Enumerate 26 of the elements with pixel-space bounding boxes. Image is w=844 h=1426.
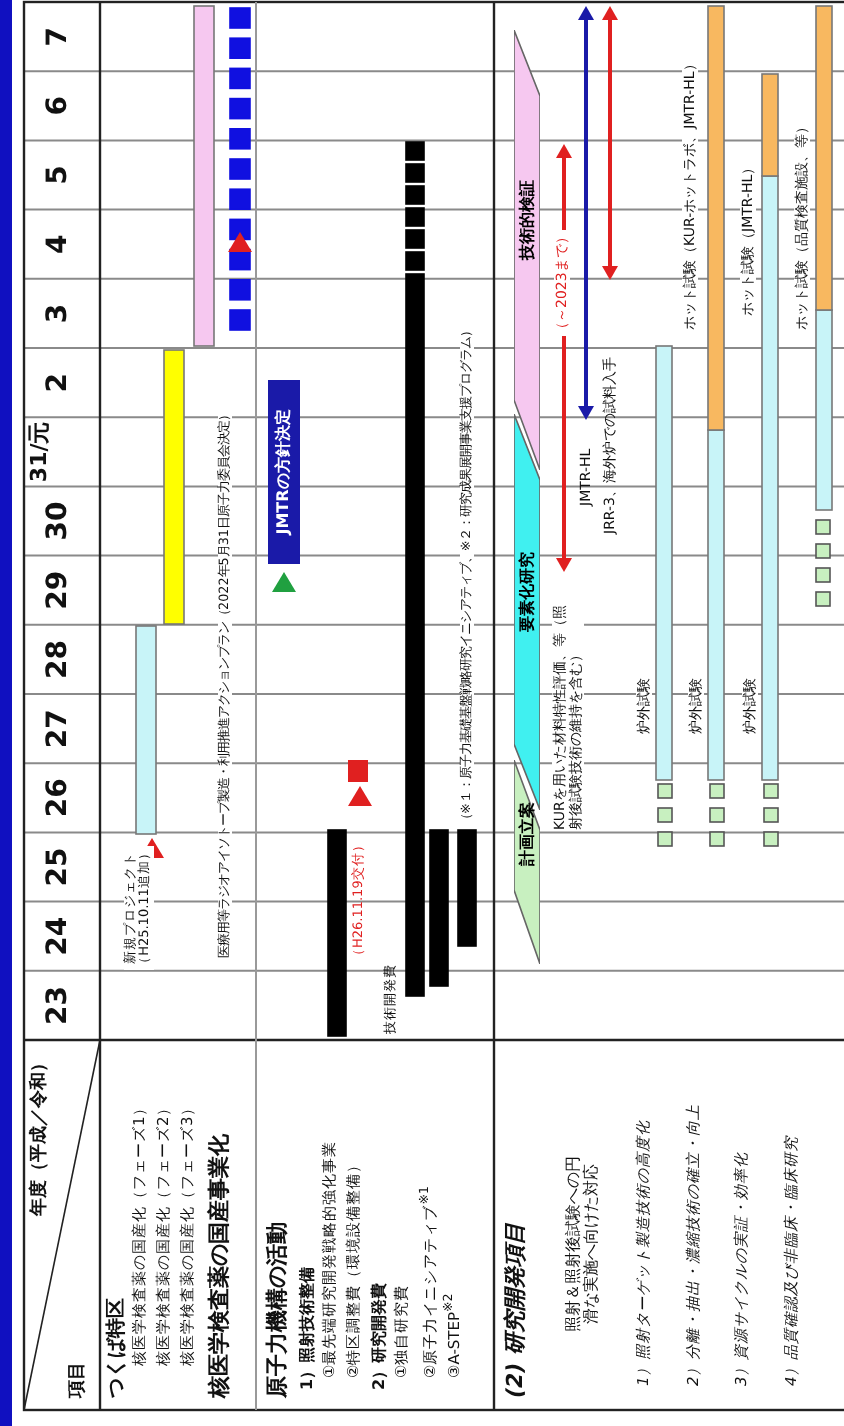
year-label: 6 [44,94,72,120]
header-label: 項目 [68,1362,89,1398]
year-label: 30 [44,499,72,545]
year-label: 27 [44,707,72,753]
year-label: 31/元 [28,421,50,483]
year-label: 24 [44,914,72,960]
year-label: 26 [44,776,72,822]
year-label: 29 [44,568,72,614]
year-label: 25 [44,845,72,891]
year-label: 3 [44,301,72,328]
phase-band: 技術的検証 [514,30,540,470]
header-label: 年度（平成／令和） [30,1054,51,1216]
year-label: 23 [44,983,72,1029]
year-label: 5 [44,163,72,189]
decision-box: JMTRの方針決定 [268,380,300,564]
year-label: 2 [44,370,72,397]
year-label: 4 [44,232,72,258]
section-heading: 原子力機構の活動 [266,1222,292,1398]
section-heading: 核医学検査薬の国産事業化 [208,1134,234,1398]
section-heading: (2) 研究開発項目 [504,1222,530,1398]
row-label: 2）研究開発費 [370,1282,389,1390]
row-label: 照射＆照射後試験への円滑な実施へ向けた対応 [564,1154,601,1336]
year-label: 28 [44,637,72,683]
year-label: 7 [44,24,72,51]
row-label: 1）照射技術整備 [298,1266,317,1390]
section-heading: つくば特区 [106,1298,129,1398]
